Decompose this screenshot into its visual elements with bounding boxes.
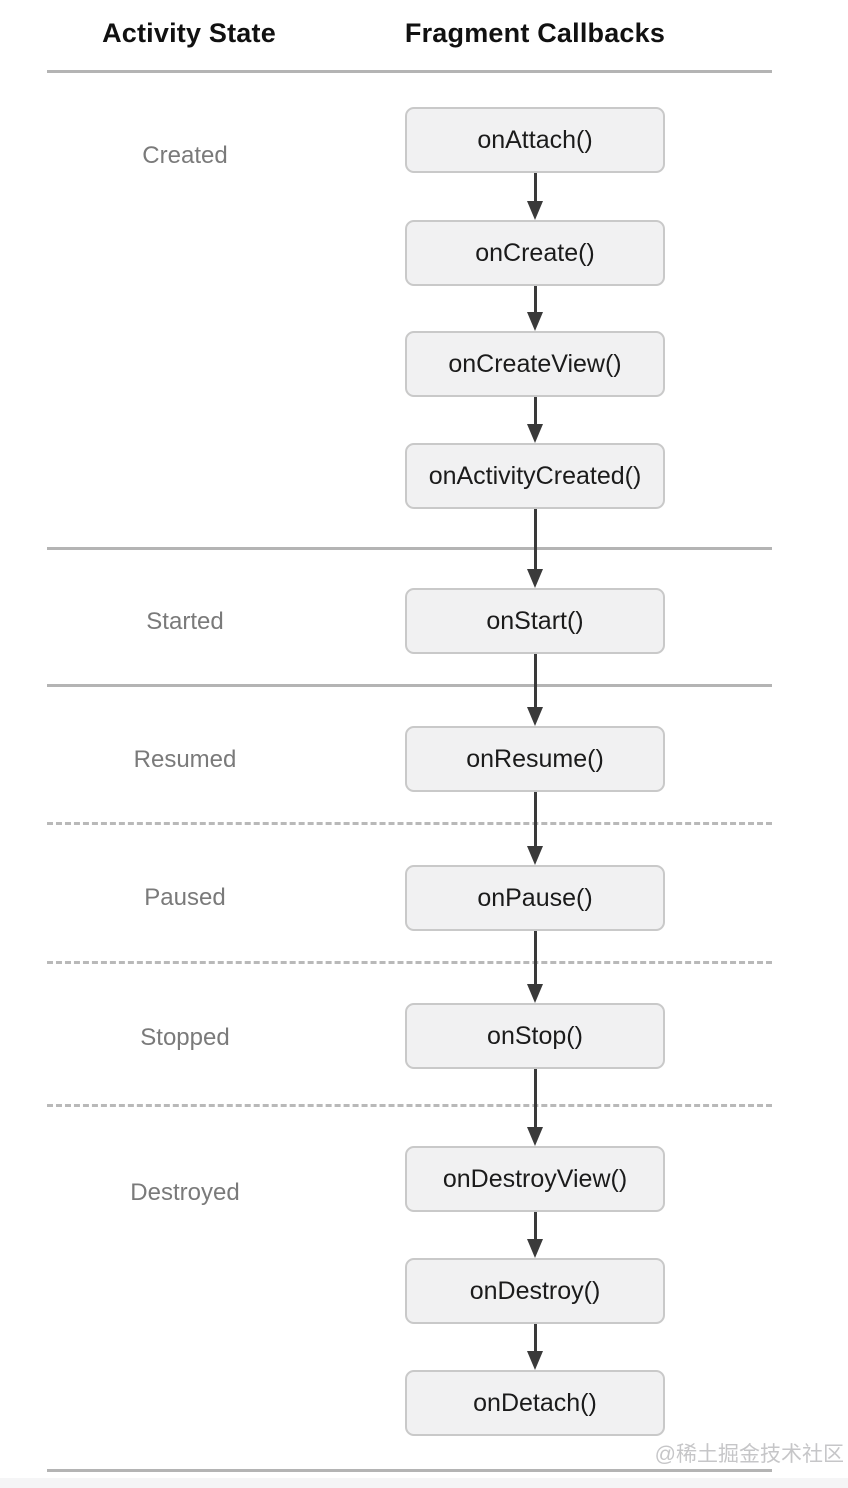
state-label-stopped: Stopped [140,1024,230,1051]
flow-arrow-icon [527,654,543,726]
flow-arrow-icon [527,509,543,588]
flow-arrow-icon [527,173,543,220]
callback-box-onactivitycreated: onActivityCreated() [405,443,665,509]
callback-box-onresume: onResume() [405,726,665,792]
callback-box-onstop: onStop() [405,1003,665,1069]
column-header-fragment-callbacks: Fragment Callbacks [404,18,666,48]
callback-box-oncreate: onCreate() [405,220,665,286]
flow-arrow-icon [527,1212,543,1258]
flow-arrow-icon [527,397,543,443]
state-label-destroyed: Destroyed [130,1179,240,1206]
divider-header [47,70,772,73]
column-header-activity-state: Activity State [102,18,276,48]
divider-created-started [47,547,772,550]
flow-arrow-icon [527,286,543,331]
divider-paused-stopped [47,961,772,964]
flow-arrow-icon [527,931,543,1003]
callback-box-oncreateview: onCreateView() [405,331,665,397]
footer-strip [0,1478,848,1488]
state-label-resumed: Resumed [133,746,237,773]
flow-arrow-icon [527,792,543,865]
state-label-created: Created [142,142,228,169]
callback-box-onpause: onPause() [405,865,665,931]
callback-box-ondestroyview: onDestroyView() [405,1146,665,1212]
callback-box-ondestroy: onDestroy() [405,1258,665,1324]
divider-resumed-paused [47,822,772,825]
callback-box-ondetach: onDetach() [405,1370,665,1436]
divider-stopped-destroyed [47,1104,772,1107]
state-label-paused: Paused [144,884,226,911]
state-label-started: Started [146,608,224,635]
watermark: @稀土掘金技术社区 [654,1443,844,1466]
callback-box-onstart: onStart() [405,588,665,654]
divider-bottom [47,1469,772,1472]
divider-started-resumed [47,684,772,687]
flow-arrow-icon [527,1069,543,1146]
flow-arrow-icon [527,1324,543,1370]
callback-box-onattach: onAttach() [405,107,665,173]
